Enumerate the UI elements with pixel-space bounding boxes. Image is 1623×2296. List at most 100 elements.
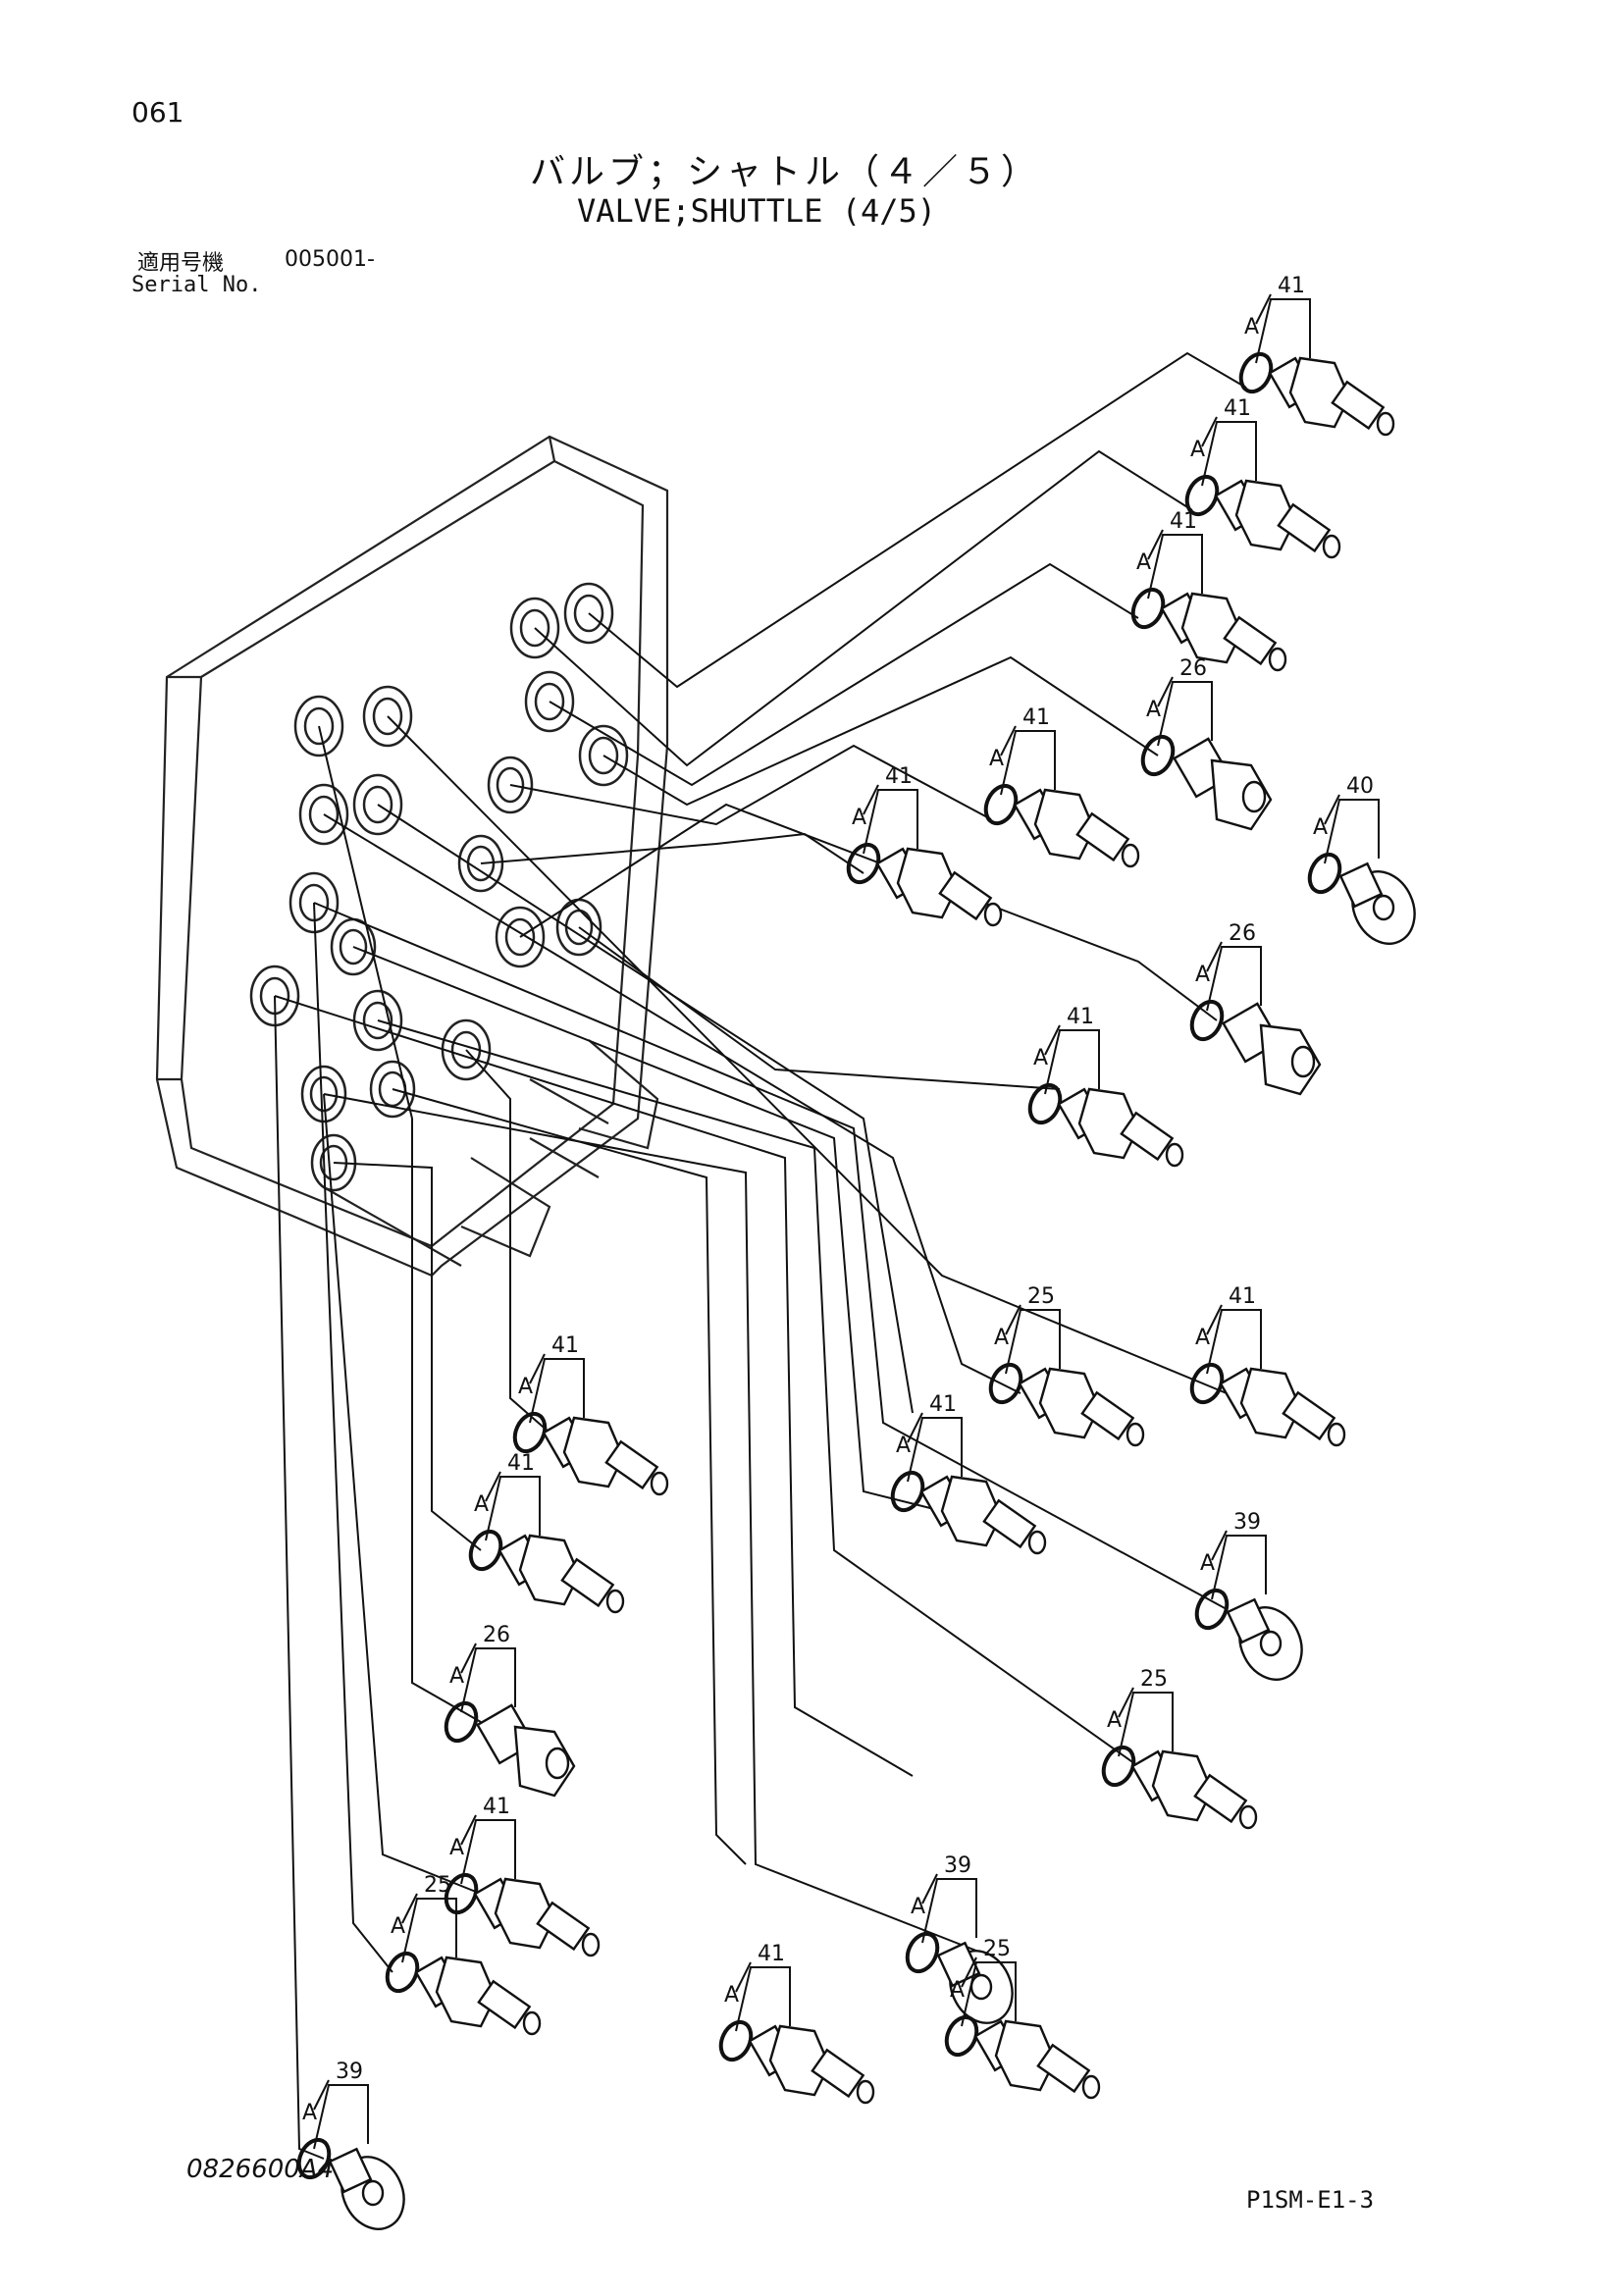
part-callout-41: 41A bbox=[718, 1942, 875, 2105]
nipple-end bbox=[1268, 647, 1287, 672]
hex-socket bbox=[361, 2179, 385, 2207]
o-ring bbox=[1307, 852, 1342, 895]
part-number-label: 41 bbox=[507, 1451, 535, 1476]
callout-seal-leader bbox=[529, 1353, 546, 1384]
seal-label: A bbox=[852, 806, 866, 830]
callout-bracket bbox=[921, 1878, 977, 1944]
o-ring bbox=[1189, 999, 1225, 1042]
o-ring bbox=[468, 1529, 503, 1572]
figure-code: P1SM-E1-3 bbox=[1246, 2186, 1375, 2214]
nipple-end bbox=[522, 2010, 542, 2036]
fitting-nipple bbox=[938, 870, 993, 921]
part-number-label: 41 bbox=[1067, 1005, 1094, 1029]
nipple-end bbox=[856, 2079, 875, 2105]
fitting-nipple bbox=[1331, 380, 1386, 431]
nipple-end bbox=[1376, 411, 1395, 437]
seal-label: A bbox=[989, 747, 1004, 771]
fitting-hex bbox=[494, 1877, 556, 1950]
serial-label-english: Serial No. bbox=[131, 273, 262, 297]
seal-label: A bbox=[474, 1492, 489, 1517]
o-ring bbox=[983, 783, 1019, 826]
part-number-label: 25 bbox=[424, 1873, 451, 1898]
part-callout-26: 26A bbox=[1140, 656, 1273, 831]
part-callout-41: 41A bbox=[846, 764, 1003, 927]
part-number-label: 41 bbox=[1224, 396, 1251, 421]
nipple-end bbox=[1126, 1422, 1145, 1447]
o-ring bbox=[1130, 587, 1166, 630]
part-number-label: 41 bbox=[885, 764, 913, 789]
serial-label-japanese: 適用号機 bbox=[137, 251, 225, 276]
callout-seal-leader bbox=[863, 784, 879, 815]
callout-bracket bbox=[1005, 1309, 1061, 1375]
callout-seal-leader bbox=[907, 1412, 923, 1443]
callout-seal-leader bbox=[1211, 1530, 1228, 1561]
callout-seal-leader bbox=[1206, 941, 1223, 972]
fitting-nipple bbox=[1277, 502, 1332, 553]
hex-socket bbox=[969, 1973, 993, 2001]
callout-seal-leader bbox=[961, 1957, 977, 1988]
fitting-hex bbox=[435, 1956, 497, 2028]
seal-label: A bbox=[1190, 438, 1205, 462]
fitting-hex bbox=[940, 1475, 1003, 1547]
callout-bracket bbox=[1147, 534, 1203, 600]
seal-label: A bbox=[1107, 1708, 1122, 1733]
o-ring bbox=[1027, 1082, 1063, 1125]
part-number-label: 41 bbox=[929, 1392, 957, 1417]
nipple-end bbox=[1081, 2074, 1101, 2100]
part-number-label: 41 bbox=[551, 1333, 579, 1358]
part-number-label: 41 bbox=[1022, 705, 1050, 730]
callout-bracket bbox=[1000, 730, 1056, 796]
part-callout-41: 41A bbox=[444, 1795, 601, 1957]
o-ring bbox=[512, 1411, 548, 1454]
o-ring bbox=[444, 1872, 479, 1915]
seal-label: A bbox=[911, 1895, 925, 1919]
nipple-end bbox=[581, 1932, 601, 1957]
part-callout-25: 25A bbox=[988, 1284, 1145, 1447]
fitting-hex bbox=[1151, 1749, 1214, 1822]
callout-seal-leader bbox=[485, 1471, 501, 1502]
fitting-nipple bbox=[1120, 1111, 1175, 1162]
callout-seal-leader bbox=[401, 1893, 418, 1924]
part-callout-41: 41A bbox=[1189, 1284, 1346, 1447]
part-items: 41A41A41A41A41A26A40A26A41A41A25A41A41A4… bbox=[296, 274, 1416, 2230]
callout-bracket bbox=[1206, 1309, 1262, 1375]
fitting-nipple bbox=[560, 1557, 615, 1608]
callout-seal-leader bbox=[1206, 1304, 1223, 1335]
page-number: 061 bbox=[131, 96, 184, 129]
fitting-hex bbox=[1033, 788, 1096, 861]
nut-bore bbox=[1290, 1045, 1316, 1078]
part-callout-40: 40A bbox=[1307, 774, 1416, 945]
nipple-end bbox=[1327, 1422, 1346, 1447]
fitting-hex bbox=[1288, 356, 1351, 429]
part-number-label: 39 bbox=[336, 2060, 363, 2084]
callout-bracket bbox=[460, 1819, 516, 1885]
callout-seal-leader bbox=[460, 1643, 477, 1674]
o-ring bbox=[1238, 351, 1274, 394]
seal-label: A bbox=[449, 1664, 464, 1689]
part-callout-39: 39A bbox=[1194, 1510, 1303, 1681]
fitting-hex bbox=[896, 847, 959, 919]
fitting-hex bbox=[1038, 1367, 1101, 1439]
seal-label: A bbox=[896, 1434, 911, 1458]
o-ring bbox=[296, 2137, 332, 2180]
callout-bracket bbox=[1206, 946, 1262, 1012]
nipple-end bbox=[605, 1589, 625, 1614]
fitting-nipple bbox=[604, 1439, 659, 1490]
o-ring bbox=[905, 1931, 940, 1974]
callout-bracket bbox=[1255, 298, 1311, 364]
fitting-hex bbox=[518, 1534, 581, 1606]
seal-label: A bbox=[1195, 963, 1210, 987]
o-ring bbox=[1184, 474, 1220, 517]
o-ring bbox=[385, 1951, 420, 1994]
fitting-nipple bbox=[477, 1979, 532, 2030]
part-number-label: 39 bbox=[944, 1853, 971, 1878]
part-number-label: 26 bbox=[1179, 656, 1207, 681]
part-callout-25: 25A bbox=[385, 1873, 542, 2036]
fitting-nipple bbox=[1223, 615, 1278, 666]
nipple-end bbox=[1027, 1530, 1047, 1555]
o-ring bbox=[890, 1470, 925, 1513]
part-number-label: 41 bbox=[483, 1795, 510, 1819]
part-callout-25: 25A bbox=[944, 1937, 1101, 2100]
o-ring bbox=[846, 842, 881, 885]
callout-seal-leader bbox=[1000, 725, 1017, 757]
